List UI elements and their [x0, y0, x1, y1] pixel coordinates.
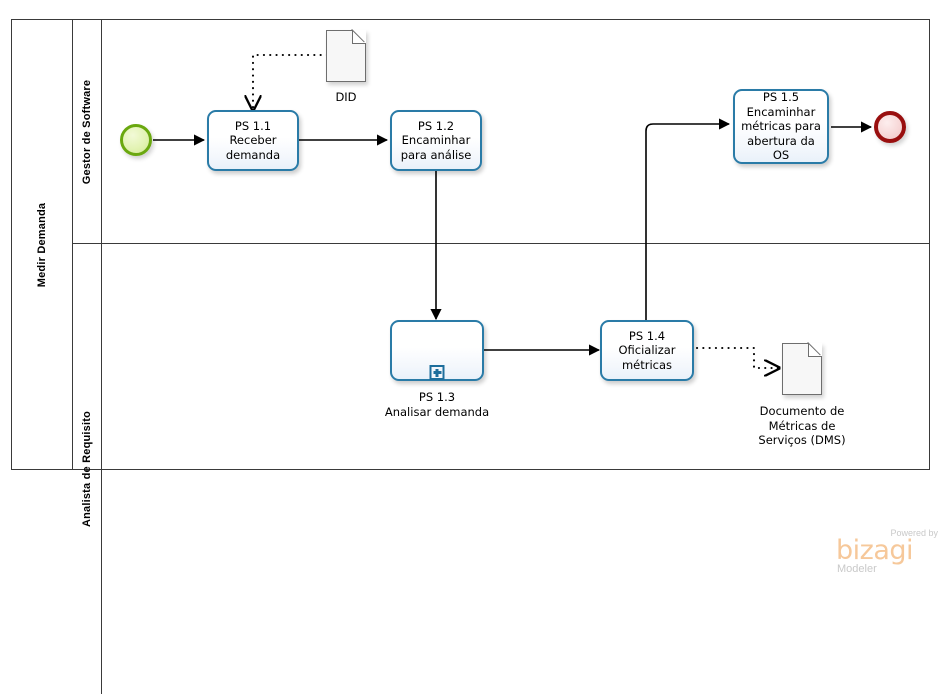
diagram-canvas: Medir Demanda Gestor de Software Analist… — [0, 0, 947, 586]
lane-gestor-de-software[interactable]: Gestor de Software — [73, 20, 930, 244]
lane-analista-de-requisito[interactable]: Analista de Requisito — [73, 244, 930, 694]
document-fold-icon — [352, 30, 366, 44]
data-object-dms[interactable] — [782, 343, 822, 395]
watermark-powered-by: Powered by — [890, 528, 938, 538]
pool-title-cell: Medir Demanda — [12, 20, 73, 469]
task-ps-1-5-label: PS 1.5 Encaminhar métricas para abertura… — [741, 90, 821, 163]
task-ps-1-4[interactable]: PS 1.4 Oficializar métricas — [600, 320, 694, 381]
end-event[interactable] — [874, 111, 906, 143]
bizagi-watermark: Powered by bizagi Modeler — [836, 528, 940, 576]
start-event[interactable] — [120, 124, 152, 156]
subprocess-ps-1-3-label: PS 1.3 Analisar demanda — [384, 390, 490, 419]
task-ps-1-2[interactable]: PS 1.2 Encaminhar para análise — [390, 110, 482, 171]
task-ps-1-5[interactable]: PS 1.5 Encaminhar métricas para abertura… — [733, 89, 829, 164]
task-ps-1-2-label: PS 1.2 Encaminhar para análise — [400, 118, 472, 162]
watermark-product: Modeler — [837, 563, 877, 575]
watermark-brand: bizagi — [836, 535, 914, 566]
data-object-did-label: DID — [335, 90, 357, 104]
pool-title: Medir Demanda — [36, 202, 48, 287]
task-ps-1-1-label: PS 1.1 Receber demanda — [225, 118, 281, 162]
data-object-did[interactable] — [326, 30, 366, 82]
data-object-dms-label: Documento de Métricas de Serviços (DMS) — [758, 404, 846, 447]
collapsed-subprocess-plus-icon[interactable] — [429, 365, 445, 380]
subprocess-ps-1-3[interactable] — [390, 320, 484, 381]
task-ps-1-4-label: PS 1.4 Oficializar métricas — [618, 328, 676, 372]
lane-title-analista-de-requisito: Analista de Requisito — [81, 410, 93, 528]
lane-header-gestor-de-software: Gestor de Software — [73, 20, 102, 243]
lane-body-analista-de-requisito — [102, 244, 930, 694]
lane-title-gestor-de-software: Gestor de Software — [81, 79, 93, 184]
document-fold-icon — [808, 343, 822, 357]
task-ps-1-1[interactable]: PS 1.1 Receber demanda — [207, 110, 299, 171]
lane-header-analista-de-requisito: Analista de Requisito — [73, 244, 102, 694]
